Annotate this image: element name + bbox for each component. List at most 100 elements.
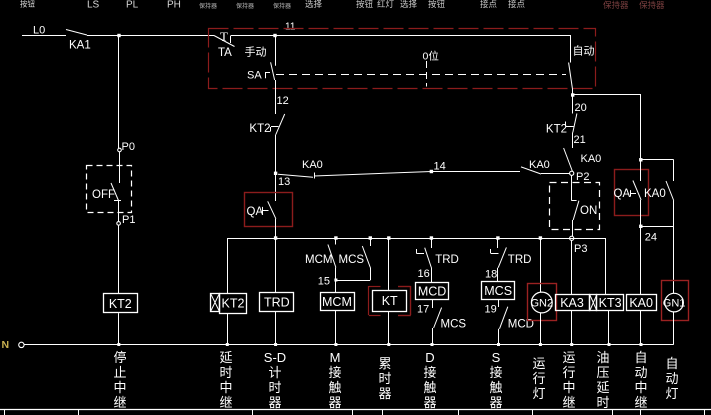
svg-text:KA1: KA1	[69, 40, 91, 52]
svg-text:运: 运	[532, 356, 545, 371]
svg-text:时: 时	[268, 380, 281, 395]
svg-text:GN2: GN2	[530, 298, 553, 310]
svg-text:行: 行	[562, 365, 575, 380]
svg-text:选择: 选择	[400, 0, 418, 9]
svg-text:继: 继	[219, 395, 232, 410]
svg-text:KA0: KA0	[529, 159, 550, 171]
svg-text:MCM: MCM	[305, 254, 332, 266]
svg-text:KT: KT	[382, 294, 398, 308]
svg-text:运: 运	[562, 350, 575, 365]
svg-text:接: 接	[328, 365, 341, 380]
svg-text:止: 止	[113, 365, 126, 380]
svg-text:N: N	[2, 339, 10, 351]
svg-text:KA0: KA0	[302, 159, 323, 171]
svg-text:保持器: 保持器	[273, 2, 291, 10]
svg-text:TRD: TRD	[264, 295, 290, 309]
svg-text:M: M	[330, 350, 341, 365]
svg-text:选择: 选择	[305, 0, 323, 9]
svg-text:GN1: GN1	[663, 298, 686, 310]
svg-text:接: 接	[423, 365, 436, 380]
svg-text:0位: 0位	[423, 50, 440, 63]
svg-text:中: 中	[562, 380, 575, 395]
svg-text:自: 自	[665, 356, 678, 371]
svg-text:自: 自	[634, 350, 647, 365]
svg-text:时: 时	[219, 365, 232, 380]
svg-text:自动: 自动	[573, 45, 595, 58]
svg-text:18: 18	[485, 269, 497, 281]
svg-text:L0: L0	[33, 25, 45, 37]
svg-text:中: 中	[634, 380, 647, 395]
svg-text:继: 继	[562, 395, 575, 410]
svg-text:12: 12	[277, 95, 289, 107]
svg-text:QA: QA	[614, 188, 631, 200]
svg-text:TRD: TRD	[435, 254, 459, 266]
svg-text:停: 停	[113, 350, 126, 365]
svg-text:KA0: KA0	[644, 188, 666, 200]
svg-text:中: 中	[113, 380, 126, 395]
svg-text:S-D: S-D	[264, 350, 286, 365]
svg-text:器: 器	[268, 395, 281, 410]
svg-text:15: 15	[318, 276, 330, 288]
svg-text:21: 21	[574, 134, 586, 146]
svg-text:TRD: TRD	[508, 254, 532, 266]
svg-text:延: 延	[596, 380, 609, 395]
svg-text:ON: ON	[580, 205, 597, 217]
svg-text:KT2: KT2	[109, 297, 132, 311]
svg-text:保持器: 保持器	[236, 2, 254, 10]
svg-text:MCS: MCS	[441, 319, 467, 331]
svg-text:按钮: 按钮	[20, 0, 35, 9]
svg-text:触: 触	[423, 380, 436, 395]
svg-text:MCD: MCD	[418, 285, 446, 299]
svg-text:触: 触	[489, 380, 502, 395]
svg-text:保持器: 保持器	[639, 0, 665, 10]
svg-text:触: 触	[328, 380, 341, 395]
svg-text:MCD: MCD	[508, 319, 534, 331]
svg-text:KT3: KT3	[599, 296, 622, 310]
svg-text:时: 时	[378, 371, 391, 386]
svg-text:KT2: KT2	[222, 297, 245, 311]
svg-text:接点: 接点	[508, 0, 526, 9]
svg-text:继: 继	[113, 395, 126, 410]
svg-text:手动: 手动	[245, 45, 267, 59]
svg-text:按钮: 按钮	[356, 0, 374, 9]
svg-text:11: 11	[285, 22, 296, 33]
svg-text:延: 延	[219, 350, 232, 365]
svg-text:灯: 灯	[532, 386, 545, 401]
svg-text:PL: PL	[126, 0, 139, 11]
svg-text:PH: PH	[167, 0, 181, 11]
svg-text:压: 压	[596, 365, 609, 380]
svg-text:累: 累	[378, 356, 391, 371]
svg-text:中: 中	[219, 380, 232, 395]
svg-text:器: 器	[423, 395, 436, 410]
svg-text:19: 19	[485, 304, 497, 316]
svg-text:QA: QA	[247, 206, 264, 218]
svg-text:P0: P0	[122, 141, 135, 153]
svg-text:SA: SA	[247, 69, 262, 81]
svg-text:计: 计	[268, 365, 281, 380]
svg-text:保持器: 保持器	[603, 0, 629, 10]
svg-text:P3: P3	[574, 243, 587, 255]
svg-text:MCS: MCS	[339, 254, 365, 266]
svg-text:器: 器	[328, 395, 341, 410]
svg-text:16: 16	[418, 268, 430, 280]
svg-text:KA3: KA3	[560, 296, 584, 310]
svg-text:动: 动	[634, 365, 647, 380]
svg-text:TA: TA	[218, 47, 232, 59]
svg-text:油: 油	[596, 350, 609, 365]
svg-text:OFF: OFF	[92, 189, 115, 201]
svg-text:24: 24	[645, 232, 657, 244]
svg-text:行: 行	[532, 371, 545, 386]
svg-text:时: 时	[596, 395, 609, 410]
svg-text:KT2: KT2	[249, 123, 270, 135]
svg-text:接点: 接点	[480, 0, 498, 9]
svg-text:D: D	[425, 350, 434, 365]
svg-text:器: 器	[489, 395, 502, 410]
svg-text:MCM: MCM	[322, 295, 352, 309]
svg-text:灯: 灯	[665, 386, 678, 401]
svg-text:KA0: KA0	[629, 296, 653, 310]
svg-text:20: 20	[575, 102, 587, 114]
svg-text:P1: P1	[122, 214, 135, 226]
svg-text:T: T	[220, 29, 228, 44]
svg-text:按钮: 按钮	[428, 0, 446, 9]
svg-text:17: 17	[417, 304, 429, 316]
